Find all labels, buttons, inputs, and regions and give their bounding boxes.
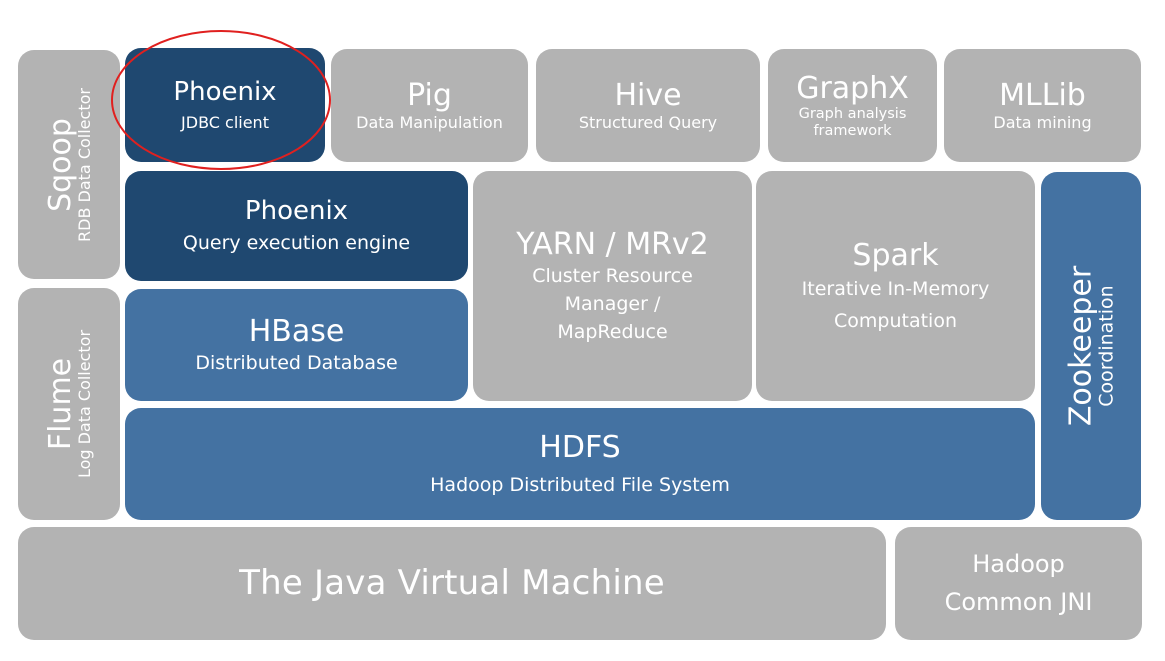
sqoop-title: Sqoop [42, 117, 78, 212]
phoenix-engine-box: Phoenix Query execution engine [125, 171, 468, 281]
graphx-box: GraphX Graph analysis framework [768, 49, 937, 162]
jvm-box: The Java Virtual Machine [18, 527, 886, 640]
zookeeper-box: Zookeeper Coordination [1041, 172, 1141, 520]
flume-subtitle: Log Data Collector [74, 329, 94, 479]
hive-title: Hive [614, 78, 682, 114]
phoenix-engine-subtitle: Query execution engine [182, 232, 411, 255]
zookeeper-subtitle: Coordination [1094, 285, 1117, 407]
spark-subtitle-line-2: Computation [834, 310, 957, 333]
hive-box: Hive Structured Query [536, 49, 760, 162]
phoenix-client-title: Phoenix [173, 76, 277, 107]
mllib-box: MLLib Data mining [944, 49, 1141, 162]
mllib-title: MLLib [999, 78, 1086, 114]
sqoop-label-group: Sqoop RDB Data Collector [42, 87, 94, 242]
yarn-subtitle-line-2: Manager / [564, 293, 661, 316]
hbase-box: HBase Distributed Database [125, 289, 468, 401]
hdfs-title: HDFS [539, 429, 621, 465]
hdfs-box: HDFS Hadoop Distributed File System [125, 408, 1035, 520]
pig-box: Pig Data Manipulation [331, 49, 528, 162]
sqoop-subtitle: RDB Data Collector [74, 87, 94, 242]
sqoop-box: Sqoop RDB Data Collector [18, 50, 120, 279]
mllib-subtitle: Data mining [993, 112, 1092, 132]
flume-label-group: Flume Log Data Collector [42, 329, 94, 479]
hdfs-subtitle: Hadoop Distributed File System [430, 474, 730, 497]
yarn-title: YARN / MRv2 [516, 226, 709, 262]
hadoop-common-title-line-2: Common JNI [944, 587, 1093, 616]
hadoop-common-title-line-1: Hadoop [972, 549, 1065, 578]
hbase-title: HBase [248, 313, 345, 349]
yarn-box: YARN / MRv2 Cluster Resource Manager / M… [473, 171, 752, 401]
spark-box: Spark Iterative In-Memory Computation [756, 171, 1035, 401]
spark-title: Spark [852, 237, 939, 273]
phoenix-engine-title: Phoenix [244, 196, 349, 227]
flume-box: Flume Log Data Collector [18, 288, 120, 520]
spark-subtitle-line-1: Iterative In-Memory [801, 278, 990, 301]
graphx-subtitle-line-2: framework [813, 122, 892, 139]
yarn-subtitle-line-3: MapReduce [557, 321, 668, 344]
flume-title: Flume [42, 357, 78, 451]
zookeeper-label-group: Zookeeper Coordination [1063, 265, 1117, 427]
phoenix-client-box: Phoenix JDBC client [125, 48, 325, 162]
graphx-subtitle-line-1: Graph analysis [798, 106, 907, 123]
phoenix-client-subtitle: JDBC client [181, 112, 269, 132]
graphx-title: GraphX [796, 70, 909, 106]
hadoop-common-box: Hadoop Common JNI [895, 527, 1142, 640]
pig-title: Pig [407, 78, 452, 114]
yarn-subtitle-line-1: Cluster Resource [532, 265, 693, 288]
hive-subtitle: Structured Query [578, 112, 718, 132]
hbase-subtitle: Distributed Database [195, 352, 398, 375]
pig-subtitle: Data Manipulation [356, 112, 503, 132]
jvm-title: The Java Virtual Machine [239, 562, 665, 603]
zookeeper-title: Zookeeper [1063, 265, 1099, 427]
